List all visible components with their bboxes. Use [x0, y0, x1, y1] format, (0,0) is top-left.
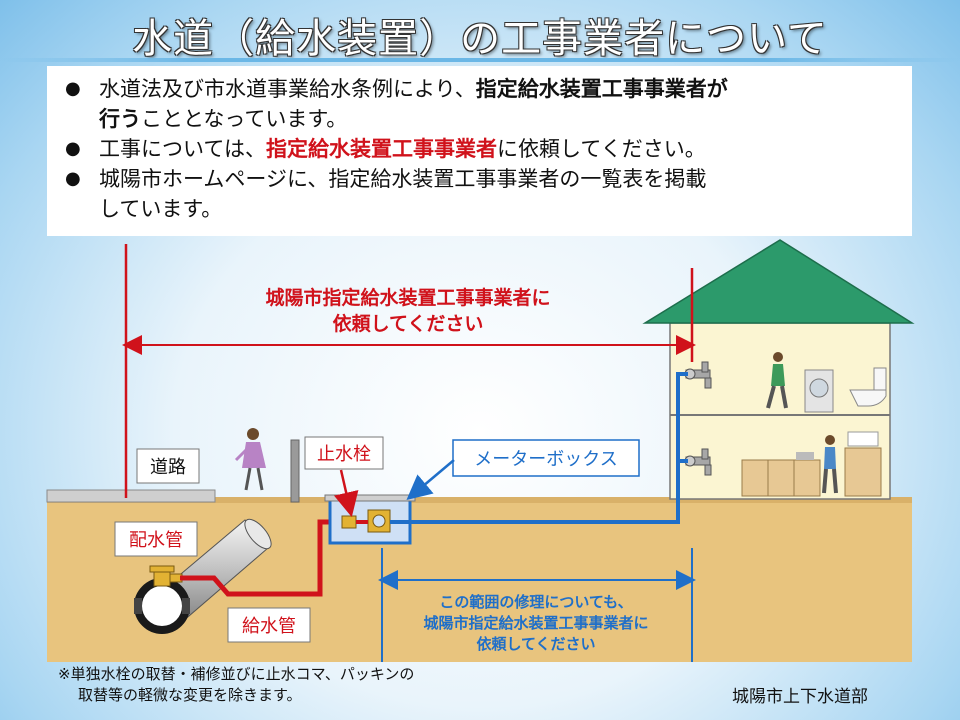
house: [642, 239, 915, 500]
top-range-label-line-1: 城陽市指定給水装置工事事業者に: [265, 286, 550, 309]
road-label-box: [136, 448, 200, 484]
stop-valve-label: 止水栓: [317, 444, 371, 465]
notice-item-2: 工事については、指定給水装置工事事業者に依頼してください。: [61, 134, 898, 164]
house-roof: [642, 239, 915, 324]
notice-item-1-bold-a: 指定給水装置工事事業者が: [475, 77, 728, 101]
bottom-range-label-line-1: この範囲の修理についても、: [439, 593, 632, 611]
footnote-line-1: ※単独水栓の取替・補修並びに止水コマ、パッキンの: [58, 665, 415, 683]
meter-box-label: メーターボックス: [474, 449, 617, 470]
stop-valve-label-box: [304, 436, 384, 470]
notice-item-1: 水道法及び市水道事業給水条例により、指定給水装置工事事業者が 行うこととなってい…: [61, 74, 898, 134]
distribution-main-pipe: [134, 518, 272, 634]
pedestrian: [234, 428, 266, 491]
service-pipe-private: [404, 372, 688, 524]
notice-box: 水道法及び市水道事業給水条例により、指定給水装置工事事業者が 行うこととなってい…: [47, 66, 912, 236]
bottom-range-label-line-3: 依頼してください: [476, 635, 595, 653]
notice-item-1-text-b: こととなっています。: [141, 107, 348, 131]
title-underline: [0, 58, 960, 62]
cabinet: [844, 431, 882, 497]
notice-item-1-bold-b: 行う: [99, 107, 141, 131]
road-label: 道路: [150, 457, 186, 478]
notice-item-2-red: 指定給水装置工事事業者: [265, 137, 497, 161]
faucet-downstairs-icon: [684, 448, 712, 476]
notice-item-3: 城陽市ホームページに、指定給水装置工事事業者の一覧表を掲載 しています。: [61, 164, 898, 224]
bottom-range-label-line-2: 城陽市指定給水装置工事事業者に: [423, 614, 648, 632]
service-pipe-label: 給水管: [242, 616, 296, 637]
toilet: [849, 367, 887, 407]
footnote: ※単独水栓の取替・補修並びに止水コマ、パッキンの 取替等の軽微な変更を除きます。: [58, 664, 414, 706]
service-pipe-label-box: [227, 607, 311, 643]
washing-machine: [804, 369, 834, 413]
notice-item-2-text-a: 工事については、: [99, 137, 266, 161]
road-surface: [46, 489, 216, 503]
ground-surface: [47, 497, 912, 503]
meter-box-label-box: [452, 439, 640, 477]
notice-item-3-line-2: しています。: [99, 197, 223, 221]
main-pipe-label-box: [114, 521, 198, 557]
meter-box-pointer: [406, 459, 455, 501]
page-title: 水道（給水装置）の工事業者について: [132, 16, 828, 62]
curb-post: [290, 439, 300, 503]
footnote-line-2: 取替等の軽微な変更を除きます。: [78, 686, 302, 704]
service-pipe-public: [180, 519, 344, 597]
meter-box: [324, 494, 416, 545]
notice-item-3-line-1: 城陽市ホームページに、指定給水装置工事事業者の一覧表を掲載: [99, 167, 707, 191]
stop-valve-icon: [341, 515, 357, 529]
top-range-label-line-2: 依頼してください: [333, 312, 484, 335]
main-pipe-label: 配水管: [129, 530, 183, 551]
kitchen-counter: [741, 452, 821, 497]
notice-item-2-text-b: に依頼してください。: [496, 137, 706, 161]
saddle-valve-icon: [149, 565, 183, 587]
department-name: 城陽市上下水道部: [732, 687, 868, 707]
person-downstairs: [822, 435, 838, 494]
stop-valve-pointer: [334, 469, 359, 518]
person-upstairs: [766, 352, 788, 409]
notice-item-1-text-a: 水道法及び市水道事業給水条例により、: [99, 77, 476, 101]
